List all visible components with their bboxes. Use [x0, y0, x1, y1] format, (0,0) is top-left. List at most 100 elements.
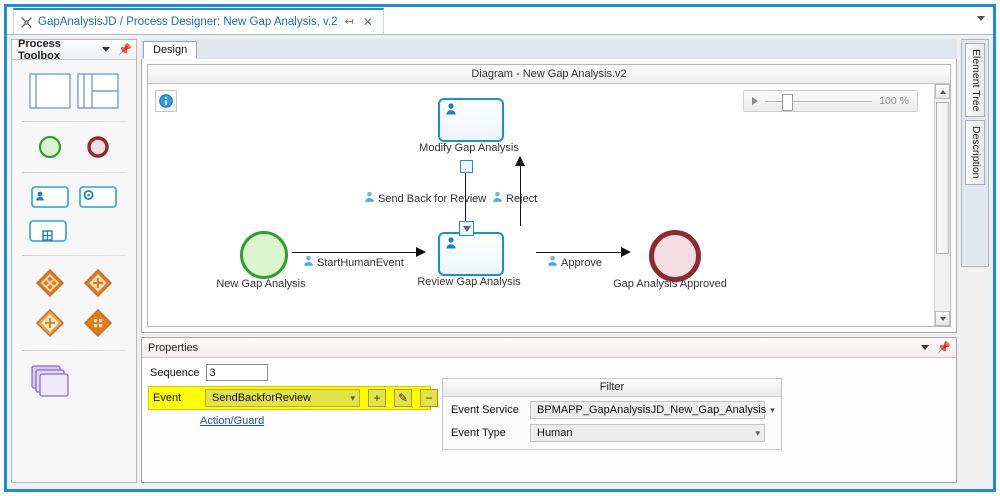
human-task-icon[interactable]: [31, 185, 69, 209]
edge-start-to-review[interactable]: [292, 252, 418, 253]
tab-description[interactable]: Description: [965, 120, 985, 185]
tab-design[interactable]: Design: [143, 41, 198, 59]
parallel-gateway-icon[interactable]: [83, 268, 113, 298]
zoom-control[interactable]: 100 %: [743, 90, 918, 112]
canvas-container: Diagram - New Gap Analysis.v2: [147, 64, 951, 327]
info-icon[interactable]: [155, 90, 177, 112]
pin-icon[interactable]: 📌: [937, 342, 951, 354]
edge-label-text: Reject: [506, 192, 538, 205]
edge-review-to-modify[interactable]: [465, 166, 466, 226]
inclusive-gateway-icon[interactable]: [35, 308, 65, 338]
event-service-label: Event Service: [451, 404, 519, 416]
toolbox-divider: [22, 350, 126, 351]
node-new-gap-analysis[interactable]: [240, 231, 288, 279]
human-task-icon: [444, 102, 458, 119]
action-guard-link[interactable]: Action/Guard: [200, 415, 265, 427]
designer-pane: Diagram - New Gap Analysis.v2: [141, 59, 957, 333]
start-event-icon[interactable]: [37, 134, 63, 160]
edge-label-start-human-event[interactable]: StartHumanEvent: [303, 255, 404, 270]
system-task-icon[interactable]: [29, 219, 67, 243]
edge-label-send-back-for-review[interactable]: Send Back for Review: [364, 191, 486, 206]
end-event-icon[interactable]: [85, 134, 111, 160]
scroll-up-icon[interactable]: [935, 84, 950, 99]
human-event-icon: [303, 255, 314, 270]
sequence-input[interactable]: [205, 364, 268, 381]
complex-gateway-icon[interactable]: [83, 308, 113, 338]
human-event-icon: [364, 191, 375, 206]
process-toolbox-header: Process Toolbox 📌: [12, 37, 136, 62]
toolbox-group-subprocess: [12, 358, 136, 404]
event-type-combobox[interactable]: Human ▾: [530, 424, 765, 442]
edge-handle-start[interactable]: [460, 160, 473, 173]
filter-box: Filter Event Service BPMAPP_GapAnalysisJ…: [442, 378, 782, 450]
toolbox-divider: [22, 255, 126, 256]
edge-label-approve[interactable]: Approve: [547, 255, 602, 270]
canvas-caption: Diagram - New Gap Analysis.v2: [148, 65, 950, 84]
toolbox-group-gateways-1: [12, 263, 136, 303]
diagram-canvas[interactable]: 100 % Modify Gap Analysis: [148, 84, 950, 326]
event-row: Event SendBackforReview ▾ + ✎ −: [153, 389, 438, 407]
lane-icon[interactable]: [77, 73, 119, 109]
event-remove-button[interactable]: −: [420, 389, 438, 407]
chevron-down-icon[interactable]: [977, 16, 985, 21]
exclusive-gateway-icon[interactable]: [35, 268, 65, 298]
right-tab-rail: Element Tree Description: [961, 39, 989, 267]
event-service-combobox[interactable]: BPMAPP_GapAnalysisJD_New_Gap_Analysis ▾: [530, 401, 775, 419]
chevron-down-icon[interactable]: [102, 47, 111, 52]
node-label-modify-gap-analysis: Modify Gap Analysis: [419, 142, 519, 154]
event-type-label: Event Type: [451, 427, 506, 439]
scroll-down-icon[interactable]: [935, 311, 950, 326]
node-modify-gap-analysis[interactable]: [438, 98, 504, 142]
node-label-new-gap-analysis: New Gap Analysis: [216, 278, 306, 290]
zoom-slider-track[interactable]: [765, 93, 873, 111]
pool-icon[interactable]: [29, 73, 71, 109]
node-review-gap-analysis[interactable]: [438, 232, 504, 276]
filter-title: Filter: [443, 379, 781, 397]
edge-handle-end[interactable]: [459, 221, 474, 236]
scrollbar-thumb[interactable]: [936, 102, 949, 254]
chevron-down-icon: ▾: [350, 392, 355, 403]
bpm-logo-icon: [20, 16, 33, 29]
sequence-row: Sequence: [150, 364, 268, 381]
event-type-value: Human: [537, 427, 573, 439]
human-event-icon: [492, 191, 503, 206]
properties-header: Properties 📌: [142, 338, 956, 358]
event-row-highlight: Event SendBackforReview ▾ + ✎ −: [148, 386, 438, 410]
sequence-label: Sequence: [150, 366, 200, 379]
zoom-slider-thumb[interactable]: [782, 93, 794, 111]
close-icon[interactable]: ✕: [362, 15, 373, 29]
pin-icon[interactable]: 📌: [118, 44, 132, 56]
event-add-button[interactable]: +: [368, 389, 386, 407]
canvas-vertical-scrollbar[interactable]: [934, 84, 950, 326]
edge-modify-to-review[interactable]: [520, 166, 521, 226]
event-label: Event: [153, 392, 182, 404]
process-toolbox-title: Process Toolbox: [18, 37, 61, 62]
pin-icon[interactable]: ↤: [344, 15, 354, 28]
node-gap-analysis-approved[interactable]: [649, 230, 701, 282]
document-tab[interactable]: GapAnalysisJD / Process Designer: New Ga…: [13, 8, 384, 34]
properties-body: Sequence Event SendBackforReview ▾ + ✎ −: [142, 358, 956, 484]
service-task-icon[interactable]: [79, 185, 117, 209]
event-combobox[interactable]: SendBackforReview ▾: [205, 389, 360, 407]
toolbox-divider: [22, 121, 126, 122]
node-label-review-gap-analysis: Review Gap Analysis: [417, 276, 521, 288]
edge-arrow-reject: [515, 156, 525, 166]
edge-arrow-start-to-review: [416, 247, 426, 257]
properties-panel: Properties 📌 Sequence Event SendBackforR…: [141, 337, 957, 483]
edge-label-reject[interactable]: Reject: [492, 191, 537, 206]
chevron-down-icon[interactable]: [921, 345, 930, 350]
event-edit-button[interactable]: ✎: [394, 389, 412, 407]
toolbox-divider: [22, 172, 126, 173]
toolbox-group-tasks-2: [12, 214, 136, 248]
process-toolbox-panel: Process Toolbox 📌: [11, 37, 137, 483]
tab-element-tree[interactable]: Element Tree: [965, 43, 985, 118]
edge-review-to-approved[interactable]: [536, 252, 623, 253]
application-window: GapAnalysisJD / Process Designer: New Ga…: [4, 4, 996, 492]
edge-label-text: Send Back for Review: [378, 192, 487, 205]
subprocess-stack-icon[interactable]: [29, 363, 73, 399]
toolbox-group-tasks: [12, 180, 136, 214]
title-bar: GapAnalysisJD / Process Designer: New Ga…: [7, 7, 993, 35]
toolbox-group-gateways-2: [12, 303, 136, 343]
human-event-icon: [547, 255, 558, 270]
play-icon[interactable]: [752, 97, 758, 105]
